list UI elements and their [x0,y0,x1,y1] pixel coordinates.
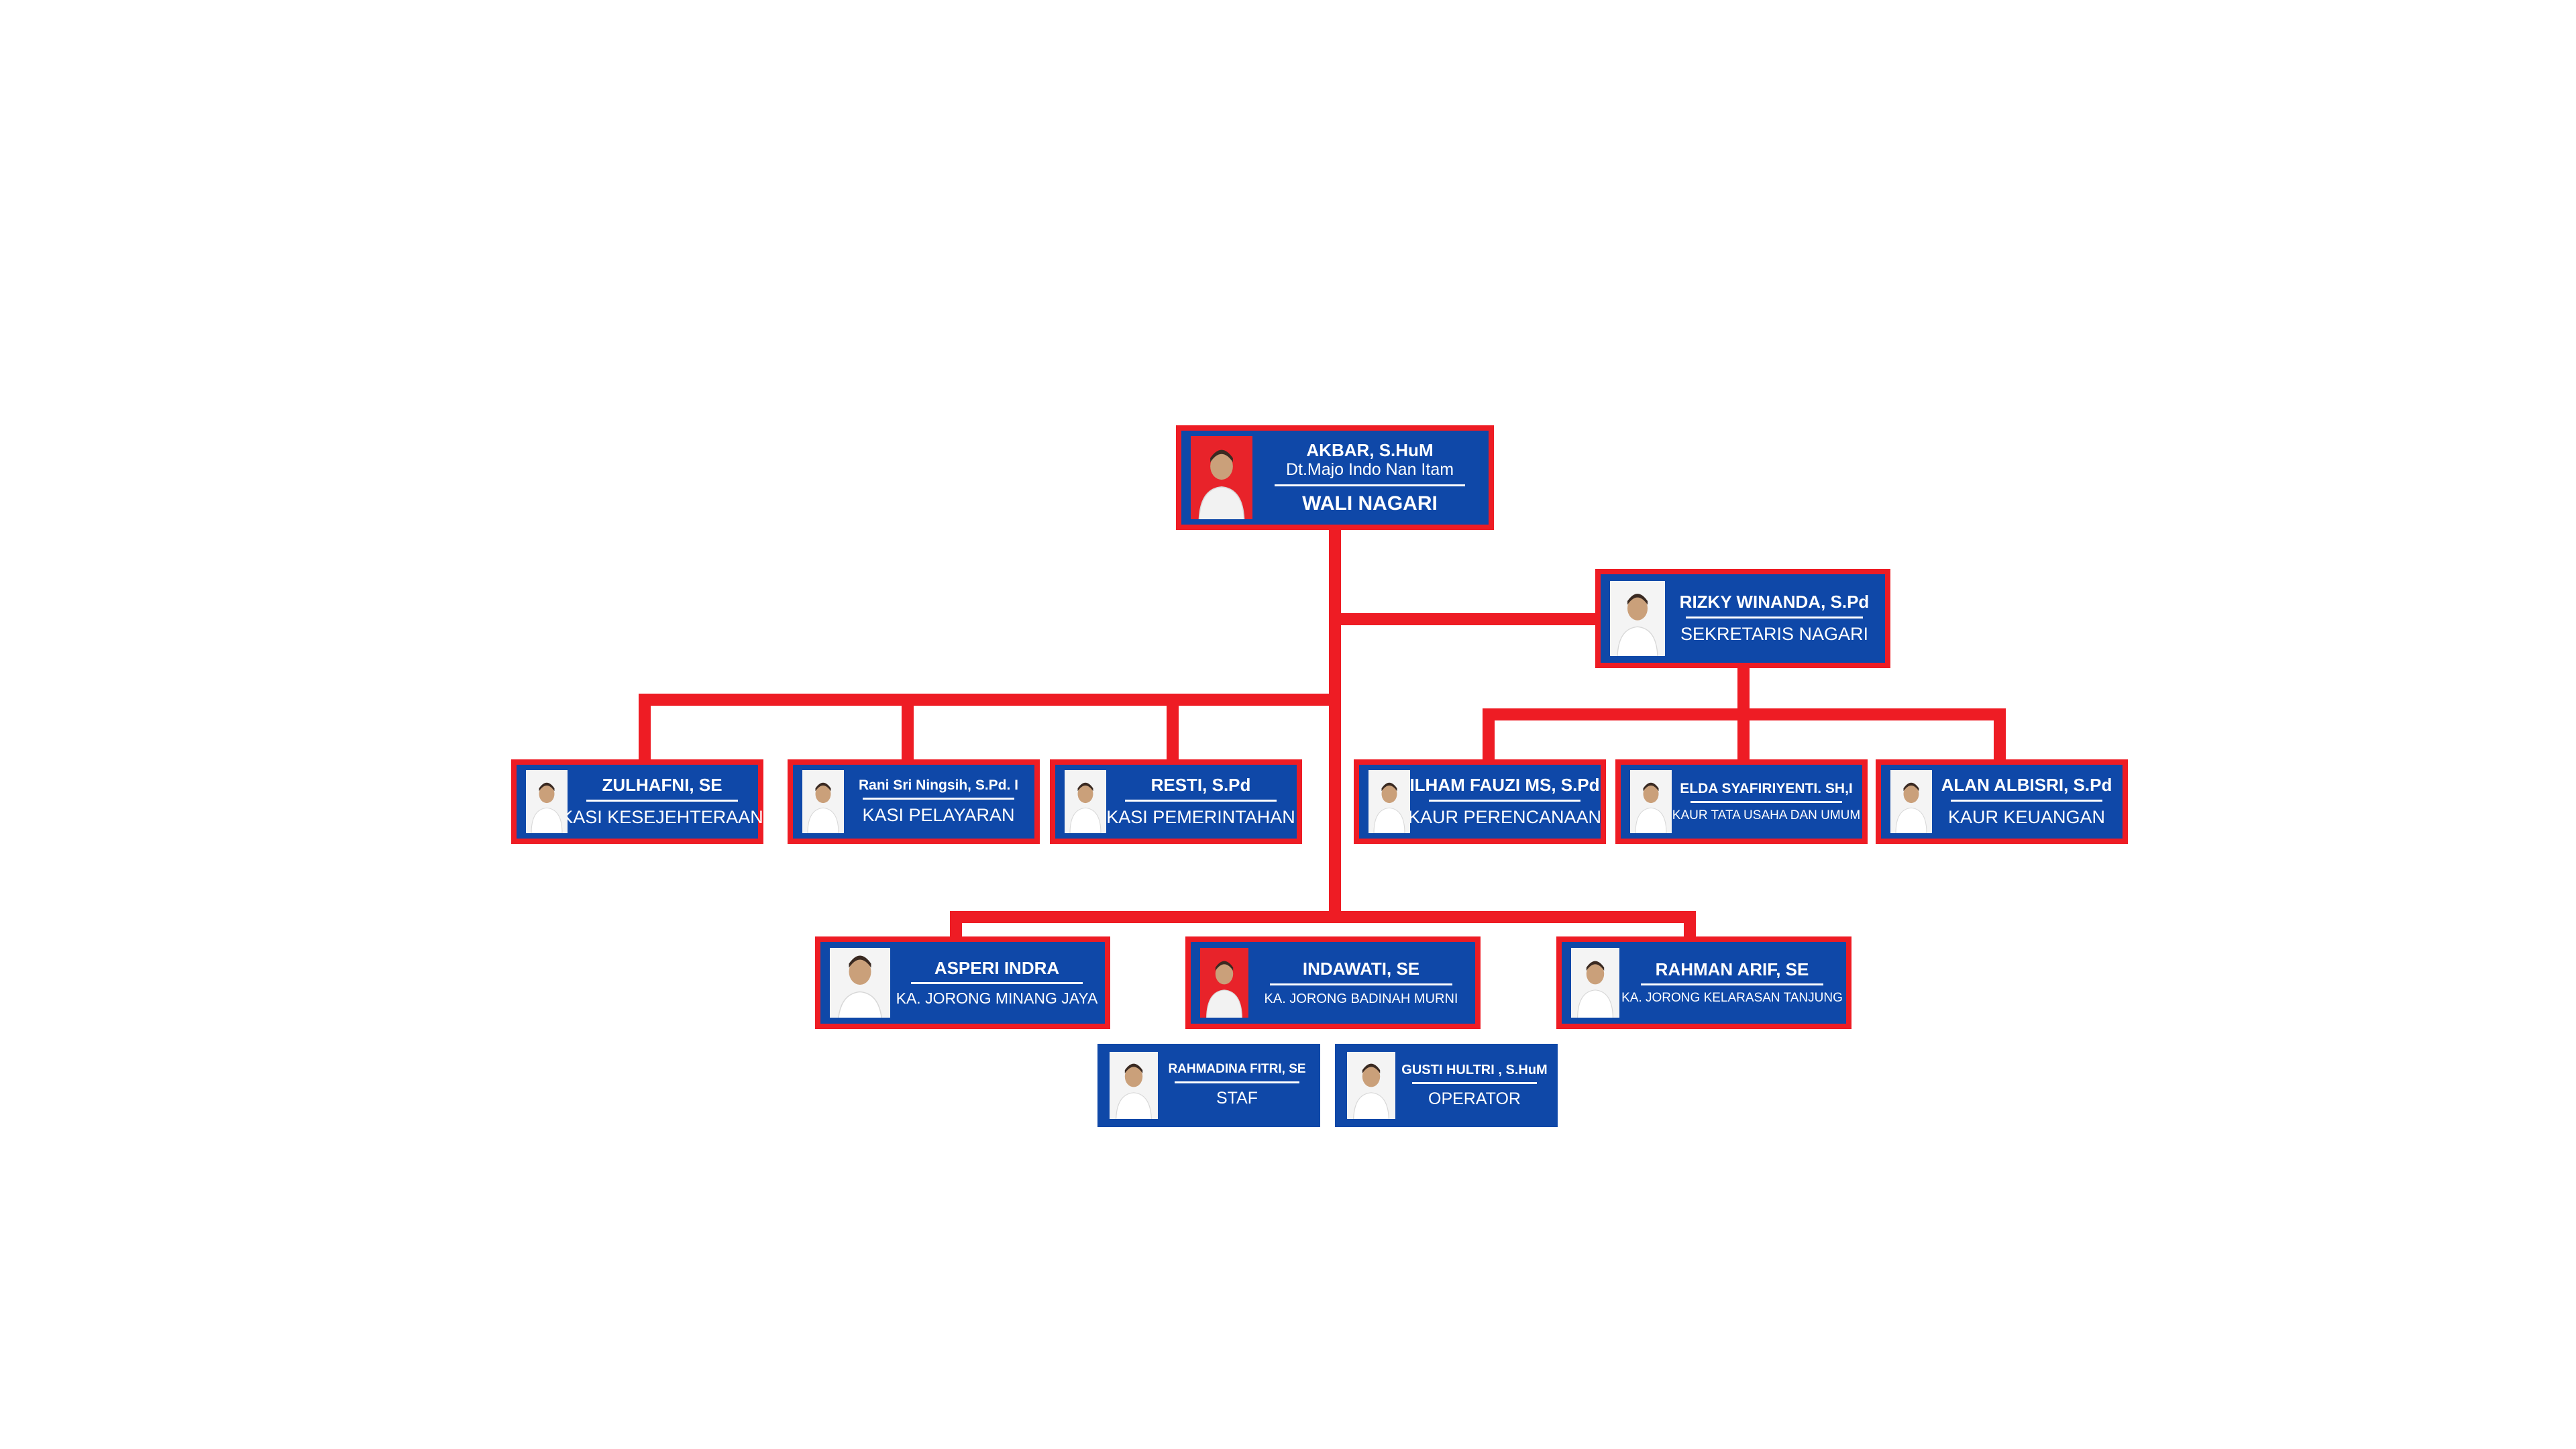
connector-jorong-1 [950,911,962,938]
person-portrait-icon [1200,948,1248,1018]
divider [1125,799,1277,802]
connector-kasi-bar [639,694,1340,706]
card-name: GUSTI HULTRI , S.HuM [1401,1062,1548,1077]
divider [1412,1081,1537,1084]
divider [863,798,1014,800]
card-role: KA. JORONG KELARASAN TANJUNG [1621,991,1843,1006]
card-name: RESTI, S.Pd [1150,775,1251,796]
card-name: RIZKY WINANDA, S.Pd [1679,592,1870,612]
card-kaur-tata-usaha: ELDA SYAFIRIYENTI. SH,I KAUR TATA USAHA … [1615,759,1868,844]
card-sekretaris-nagari: RIZKY WINANDA, S.Pd SEKRETARIS NAGARI [1595,569,1890,668]
person-portrait-icon [1191,436,1252,519]
divider [1275,484,1465,486]
person-portrait-icon [830,948,890,1018]
connector-kaur-1 [1483,708,1495,761]
card-role: KASI KESEJEHTERAAN [561,806,763,827]
connector-jorong-3 [1684,911,1696,938]
person-portrait-icon [1630,770,1672,833]
person-portrait-icon [1368,770,1410,833]
card-name: AKBAR, S.HuM [1306,440,1434,461]
card-staf: RAHMADINA FITRI, SE STAF [1097,1044,1320,1127]
card-role: KASI PELAYARAN [862,805,1015,826]
connector-kasi-1 [639,694,651,761]
divider [1429,799,1580,802]
card-role: STAF [1216,1089,1258,1108]
connector-secretary-down [1737,667,1750,714]
card-name: ASPERI INDRA [934,957,1060,978]
divider [586,799,738,802]
divider [1690,800,1842,803]
card-name: ILHAM FAUZI MS, S.Pd [1409,775,1600,796]
card-role: KA. JORONG BADINAH MURNI [1264,991,1458,1006]
person-portrait-icon [1065,770,1106,833]
card-name: RAHMADINA FITRI, SE [1168,1062,1306,1077]
person-portrait-icon [802,770,844,833]
card-jorong-kelarasan-tanjung: RAHMAN ARIF, SE KA. JORONG KELARASAN TAN… [1556,936,1851,1029]
person-portrait-icon [1610,581,1665,656]
card-name: ZULHAFNI, SE [602,775,722,796]
connector-to-secretary [1335,613,1597,625]
connector-kaur-3 [1994,708,2006,761]
connector-trunk [1329,529,1341,918]
card-operator: GUSTI HULTRI , S.HuM OPERATOR [1335,1044,1558,1127]
card-role: SEKRETARIS NAGARI [1680,623,1869,644]
card-role: OPERATOR [1428,1089,1521,1108]
card-role: KAUR TATA USAHA DAN UMUM [1672,808,1861,822]
divider [910,982,1083,985]
connector-kasi-2 [902,694,914,761]
card-role: KAUR PERENCANAAN [1407,806,1602,827]
divider [1175,1081,1299,1084]
divider [1641,983,1823,986]
person-portrait-icon [1890,770,1932,833]
connector-kasi-3 [1167,694,1179,761]
card-name: Rani Sri Ningsih, S.Pd. I [858,777,1019,794]
card-kaur-perencanaan: ILHAM FAUZI MS, S.Pd KAUR PERENCANAAN [1354,759,1606,844]
connector-jorong-bar [950,911,1696,923]
card-name: INDAWATI, SE [1302,959,1420,979]
person-portrait-icon [1347,1052,1395,1119]
card-jorong-badinah-murni: INDAWATI, SE KA. JORONG BADINAH MURNI [1185,936,1481,1029]
card-name: ALAN ALBISRI, S.Pd [1941,775,2112,796]
divider [1951,799,2102,802]
card-role: WALI NAGARI [1302,492,1438,515]
person-portrait-icon [1110,1052,1158,1119]
divider [1270,983,1452,985]
card-name: RAHMAN ARIF, SE [1655,959,1809,979]
card-role: KASI PEMERINTAHAN [1106,806,1295,827]
card-role: KA. JORONG MINANG JAYA [896,989,1098,1008]
card-kaur-keuangan: ALAN ALBISRI, S.Pd KAUR KEUANGAN [1876,759,2128,844]
person-portrait-icon [1571,948,1619,1018]
card-name: ELDA SYAFIRIYENTI. SH,I [1680,780,1853,796]
divider [1686,616,1863,619]
card-kasi-pemerintahan: RESTI, S.Pd KASI PEMERINTAHAN [1050,759,1302,844]
card-jorong-minang-jaya: ASPERI INDRA KA. JORONG MINANG JAYA [815,936,1110,1029]
card-kasi-pelayaran: Rani Sri Ningsih, S.Pd. I KASI PELAYARAN [788,759,1040,844]
card-kasi-kesejehteraan: ZULHAFNI, SE KASI KESEJEHTERAAN [511,759,763,844]
card-title: Dt.Majo Indo Nan Itam [1285,460,1454,479]
connector-kaur-2 [1737,708,1750,761]
card-role: KAUR KEUANGAN [1947,806,2106,827]
card-wali-nagari: AKBAR, S.HuM Dt.Majo Indo Nan Itam WALI … [1176,425,1494,530]
person-portrait-icon [526,770,568,833]
